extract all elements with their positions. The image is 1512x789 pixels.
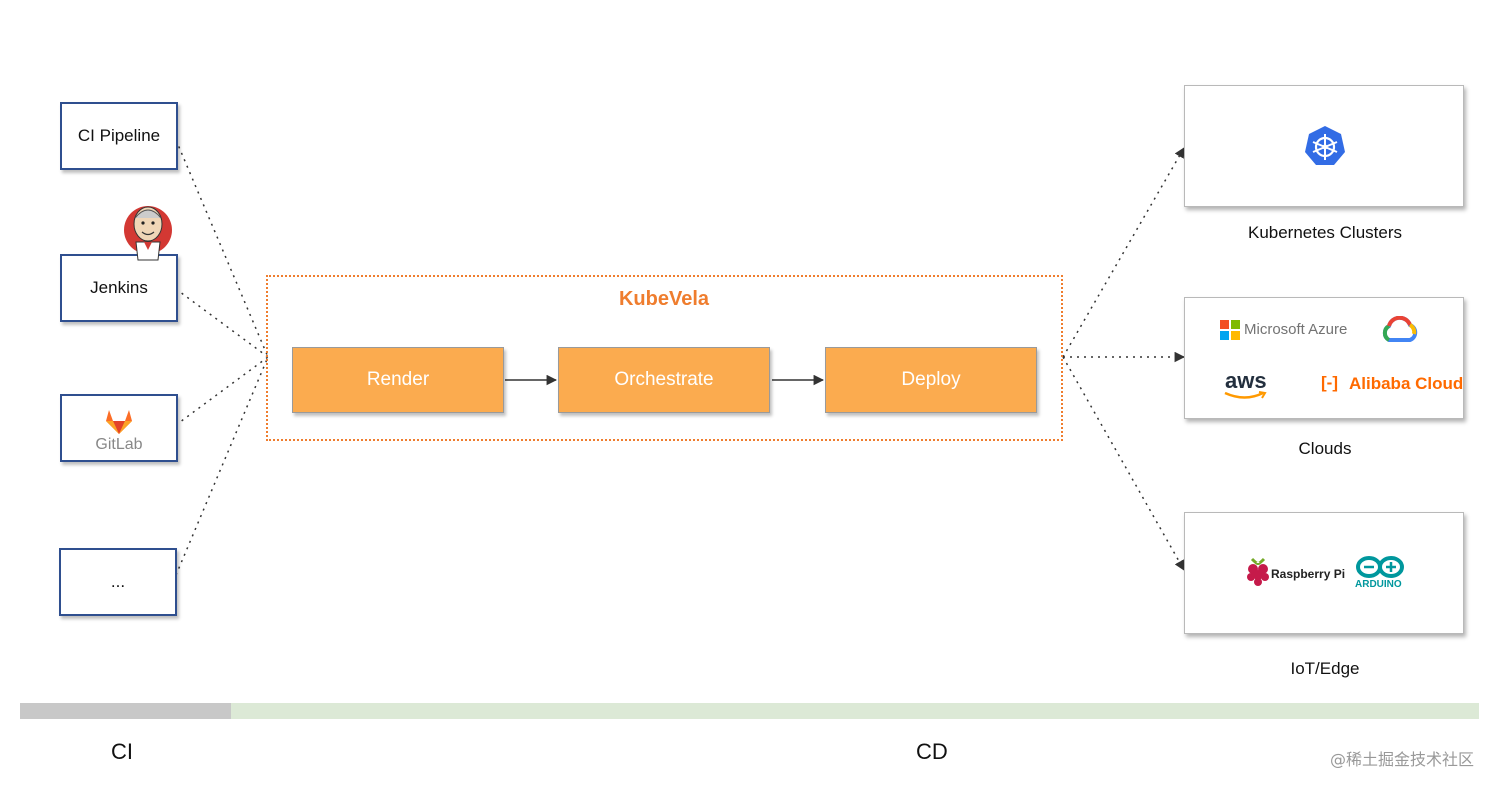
source-label: Jenkins	[90, 278, 148, 297]
cd-phase-bar	[231, 703, 1479, 719]
arduino-logo-text: ARDUINO	[1355, 579, 1402, 590]
arrow-to-kubernetes	[1062, 147, 1185, 358]
source-more: ...	[59, 548, 177, 616]
alibaba-logo-text: Alibaba Cloud	[1349, 374, 1464, 393]
source-jenkins: Jenkins	[60, 254, 178, 322]
raspberry-logo-text: Raspberry Pi	[1271, 567, 1346, 581]
google-cloud-icon	[1382, 316, 1418, 342]
stage-label: Render	[366, 369, 430, 390]
microsoft-azure-logo	[1220, 320, 1240, 340]
arduino-logo	[1356, 556, 1404, 578]
target-label-kubernetes: Kubernetes Clusters	[1247, 223, 1403, 242]
source-ci-pipeline: CI Pipeline	[60, 102, 178, 170]
target-iot-edge: Raspberry Pi ARDUINO	[1184, 512, 1464, 634]
source-label: ...	[110, 572, 126, 591]
jenkins-mascot-icon	[124, 206, 172, 261]
source-gitlab: GitLab	[60, 394, 178, 462]
connector-ci-pipeline	[175, 139, 269, 358]
azure-logo-text: Microsoft Azure	[1244, 321, 1348, 338]
kubevela-frame	[266, 275, 1063, 441]
connector-jenkins	[175, 288, 269, 358]
stage-orchestrate: Orchestrate	[558, 347, 770, 413]
gitlab-logo	[106, 409, 132, 434]
target-kubernetes	[1184, 85, 1464, 207]
kubevela-title: KubeVela	[618, 288, 710, 310]
target-label-iot-edge: IoT/Edge	[1290, 659, 1360, 678]
phase-label-cd: CD	[916, 739, 948, 764]
source-label: CI Pipeline	[77, 126, 161, 145]
ci-phase-bar	[20, 703, 231, 719]
stage-render: Render	[292, 347, 504, 413]
connector-more	[175, 356, 269, 576]
aws-logo-text: aws	[1225, 368, 1267, 393]
target-clouds: Microsoft Azure aws [-] Alibaba Cloud	[1184, 297, 1464, 419]
target-label-clouds: Clouds	[1298, 439, 1352, 458]
aws-smile-icon	[1224, 391, 1267, 399]
phase-label-ci: CI	[111, 739, 133, 764]
gitlab-logo-text: GitLab	[95, 435, 143, 453]
alibaba-cloud-logo: [-]	[1321, 373, 1338, 392]
stage-label: Orchestrate	[614, 369, 714, 390]
raspberry-pi-logo	[1247, 557, 1269, 586]
connector-gitlab	[175, 356, 269, 426]
watermark: @稀土掘金技术社区	[1330, 750, 1475, 769]
stage-deploy: Deploy	[825, 347, 1037, 413]
kubernetes-icon	[1305, 126, 1345, 165]
stage-label: Deploy	[901, 369, 961, 390]
arrow-to-iot	[1062, 356, 1185, 571]
